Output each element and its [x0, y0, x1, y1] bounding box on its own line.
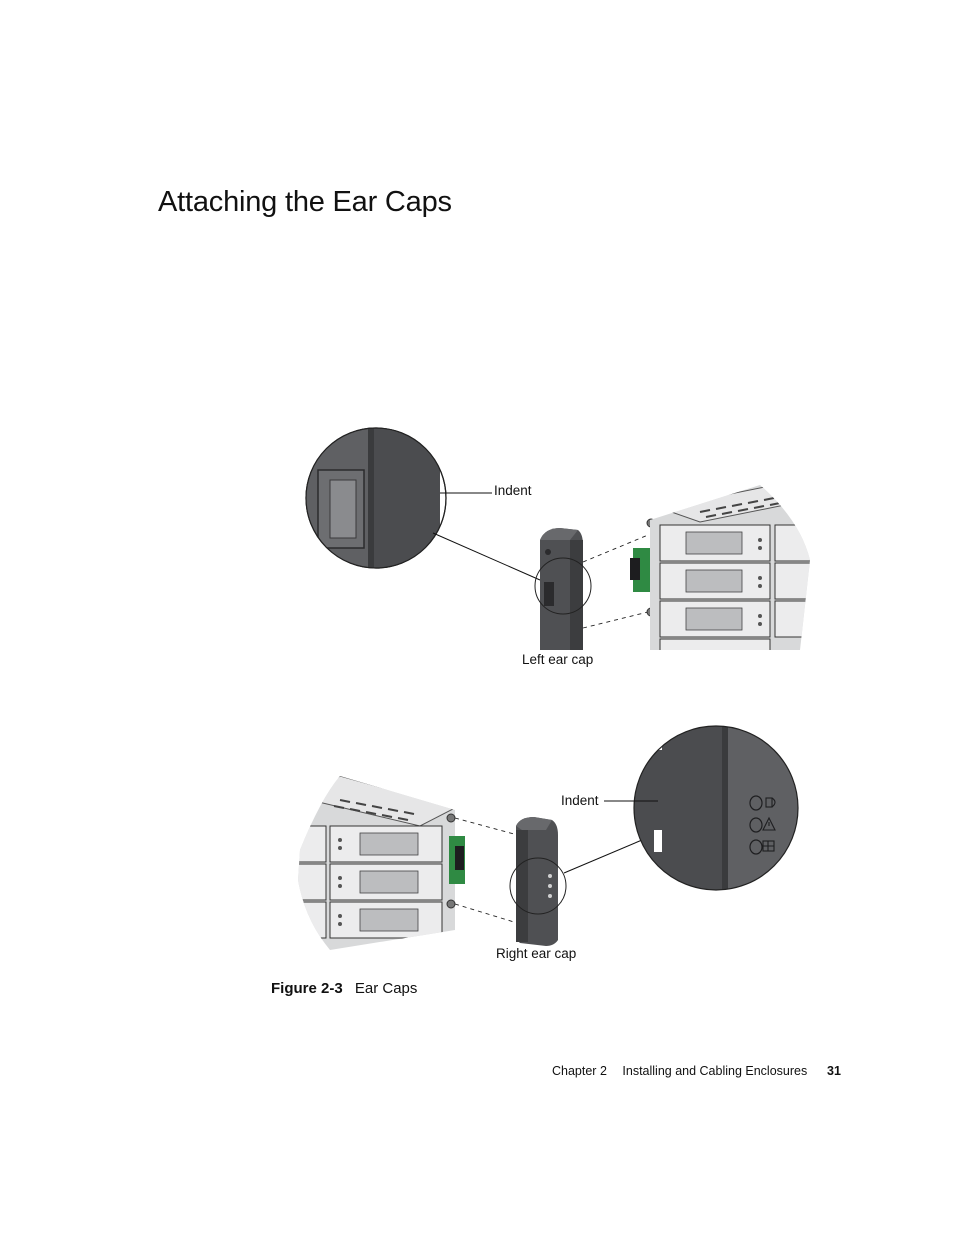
figure-title: Ear Caps	[354, 980, 418, 997]
right-guide-lower	[454, 903, 515, 923]
footer-chapter: Chapter 2	[552, 1064, 607, 1078]
power-icon	[762, 840, 775, 852]
figure-number: Figure 2-3	[271, 980, 343, 997]
left-ear-cap-label: Left ear cap	[522, 652, 593, 667]
page-number: 31	[827, 1064, 841, 1078]
right-zoom-leader	[563, 839, 643, 874]
right-ear-cap-label: Right ear cap	[496, 946, 576, 961]
right-ear-cap-zoom	[633, 725, 799, 891]
left-ear-cap-zoom	[305, 427, 447, 569]
left-indent-label: Indent	[494, 483, 532, 498]
left-chassis	[650, 485, 810, 650]
right-ear-cap	[509, 817, 567, 946]
left-ear-cap	[534, 528, 592, 650]
footer-chapter-title: Installing and Cabling Enclosures	[622, 1064, 808, 1078]
left-zoom-leader	[432, 532, 541, 581]
right-chassis	[298, 776, 455, 950]
right-guide-upper	[454, 817, 515, 835]
right-indent-label: Indent	[561, 793, 599, 808]
right-connector-board	[446, 813, 465, 909]
left-guide-upper	[582, 534, 649, 563]
locate-icon	[765, 797, 776, 808]
figure-caption: Figure 2-3 Ear Caps	[271, 980, 417, 997]
section-heading: Attaching the Ear Caps	[158, 186, 452, 218]
page-footer: Chapter 2 Installing and Cabling Enclosu…	[552, 1064, 841, 1078]
warning-icon	[762, 816, 776, 831]
left-guide-lower	[582, 611, 649, 629]
